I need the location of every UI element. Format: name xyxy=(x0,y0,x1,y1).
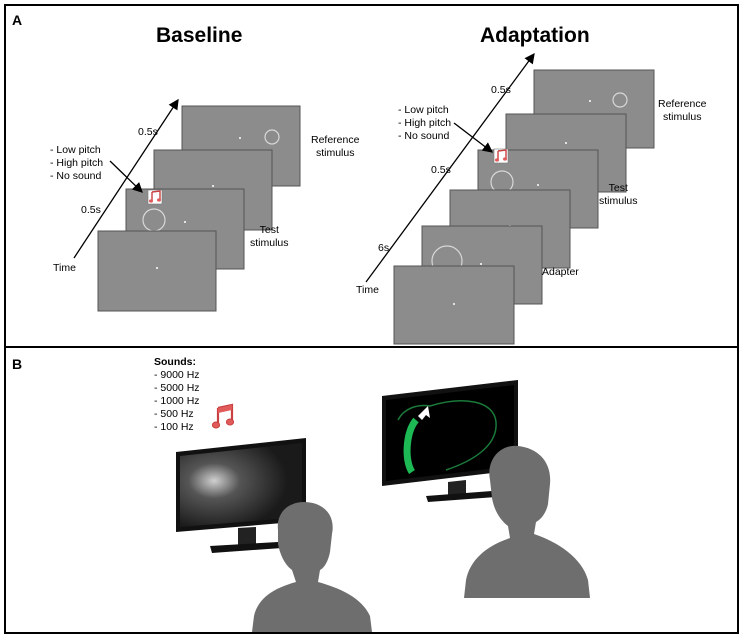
baseline-test-label: Test stimulus xyxy=(250,224,289,249)
sound-item: - 100 Hz xyxy=(154,421,194,433)
fixation-dot xyxy=(480,263,482,265)
fixation-dot xyxy=(212,185,214,187)
panel-b: B Sounds: - 9000 Hz - 5000 Hz - 1000 Hz … xyxy=(4,346,739,634)
adaptation-music-note-icon xyxy=(493,148,509,164)
fixation-dot xyxy=(156,267,158,269)
adaptation-title: Adaptation xyxy=(480,24,590,47)
left-person-silhouette xyxy=(252,502,372,632)
condition-item: - No sound xyxy=(398,130,450,142)
left-monitor xyxy=(176,438,306,553)
condition-item: - High pitch xyxy=(398,117,452,129)
baseline-pointer-arrow xyxy=(109,160,143,193)
right-monitor xyxy=(382,380,518,502)
setup-illustration xyxy=(176,380,590,632)
baseline-duration-bottom: 0.5s xyxy=(81,204,101,216)
adaptation-time-arrow xyxy=(365,52,535,283)
baseline-reference-circle xyxy=(264,129,280,145)
adaptation-adapter-label: Adapter xyxy=(542,266,579,278)
sound-item: - 1000 Hz xyxy=(154,395,200,407)
baseline-time-arrow xyxy=(73,98,179,259)
fixation-dot xyxy=(565,142,567,144)
fixation-dot xyxy=(589,100,591,102)
fixation-dot xyxy=(453,303,455,305)
adaptation-duration-top: 0.5s xyxy=(491,84,511,96)
condition-item: - No sound xyxy=(50,170,102,182)
left-monitor-screen xyxy=(180,443,302,527)
sound-item: - 500 Hz xyxy=(154,408,194,420)
baseline-reference-label: Reference stimulus xyxy=(311,134,360,159)
music-note-icon xyxy=(211,403,235,429)
trial-sequence-diagram xyxy=(73,52,655,345)
cursor-arrow-icon xyxy=(418,406,430,420)
baseline-frame-4 xyxy=(97,230,217,312)
adaptation-reference-label: Reference stimulus xyxy=(658,98,707,123)
right-person-silhouette xyxy=(464,445,590,598)
fixation-dot xyxy=(537,184,539,186)
baseline-condition-list: - Low pitch - High pitch - No sound xyxy=(50,144,103,183)
adaptation-duration-bottom: 6s xyxy=(378,242,390,254)
baseline-title: Baseline xyxy=(156,24,243,47)
baseline-duration-top: 0.5s xyxy=(138,126,158,138)
baseline-frames xyxy=(97,105,301,312)
adaptation-pointer-arrow xyxy=(453,122,494,153)
right-monitor-screen xyxy=(386,385,514,481)
panel-b-letter: B xyxy=(12,356,23,372)
adaptation-frames xyxy=(393,69,655,345)
sounds-list: Sounds: - 9000 Hz - 5000 Hz - 1000 Hz - … xyxy=(154,356,200,434)
fixation-dot xyxy=(239,137,241,139)
panel-a: A Baseline Adaptation xyxy=(4,4,739,348)
sound-item: - 5000 Hz xyxy=(154,382,200,394)
condition-item: - Low pitch xyxy=(398,104,449,116)
baseline-music-note-icon xyxy=(147,189,163,205)
condition-item: - High pitch xyxy=(50,157,104,169)
fixation-dot xyxy=(184,221,186,223)
adaptation-time-label: Time xyxy=(356,284,379,296)
orientation-arc xyxy=(397,400,497,471)
adaptation-duration-middle: 0.5s xyxy=(431,164,451,176)
sounds-title: Sounds: xyxy=(154,356,196,368)
panel-a-letter: A xyxy=(12,12,23,28)
orientation-arc-highlight xyxy=(403,417,419,474)
baseline-time-label: Time xyxy=(53,262,76,274)
sound-item: - 9000 Hz xyxy=(154,369,200,381)
adaptation-reference-circle xyxy=(612,92,628,108)
adaptation-condition-list: - Low pitch - High pitch - No sound xyxy=(398,104,451,143)
adaptation-test-label: Test stimulus xyxy=(599,182,638,207)
condition-item: - Low pitch xyxy=(50,144,101,156)
